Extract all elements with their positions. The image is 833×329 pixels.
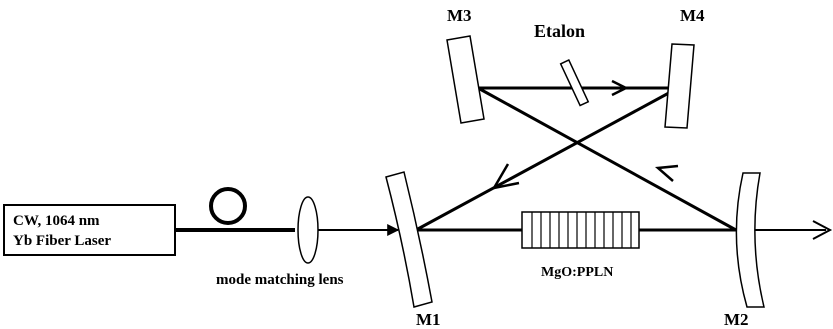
m4-label: M4 — [680, 6, 705, 25]
laser-label-line1: CW, 1064 nm — [13, 213, 100, 229]
mgo-ppln-crystal — [521, 211, 640, 249]
arrow-m2-to-m3 — [654, 164, 679, 182]
mirror-m3 — [446, 35, 485, 124]
mirror-m4 — [664, 43, 695, 129]
etalon-label: Etalon — [534, 21, 585, 41]
mirror-m2 — [735, 172, 765, 308]
arrow-m3-to-m4 — [611, 79, 629, 97]
crystal-label: MgO:PPLN — [541, 265, 613, 280]
fiber-laser-box: CW, 1064 nm Yb Fiber Laser — [3, 204, 176, 256]
output-beam-arrow — [812, 220, 833, 240]
etalon — [559, 59, 590, 107]
m2-label: M2 — [724, 310, 749, 329]
mirror-m1 — [385, 171, 433, 308]
m1-label: M1 — [416, 310, 441, 329]
mode-matching-lens — [297, 196, 319, 264]
lens-label: mode matching lens — [216, 272, 344, 288]
m3-label: M3 — [447, 6, 472, 25]
arrow-m4-to-m1 — [491, 163, 520, 190]
laser-label-line2: Yb Fiber Laser — [13, 233, 111, 249]
fiber-coil — [175, 187, 295, 232]
